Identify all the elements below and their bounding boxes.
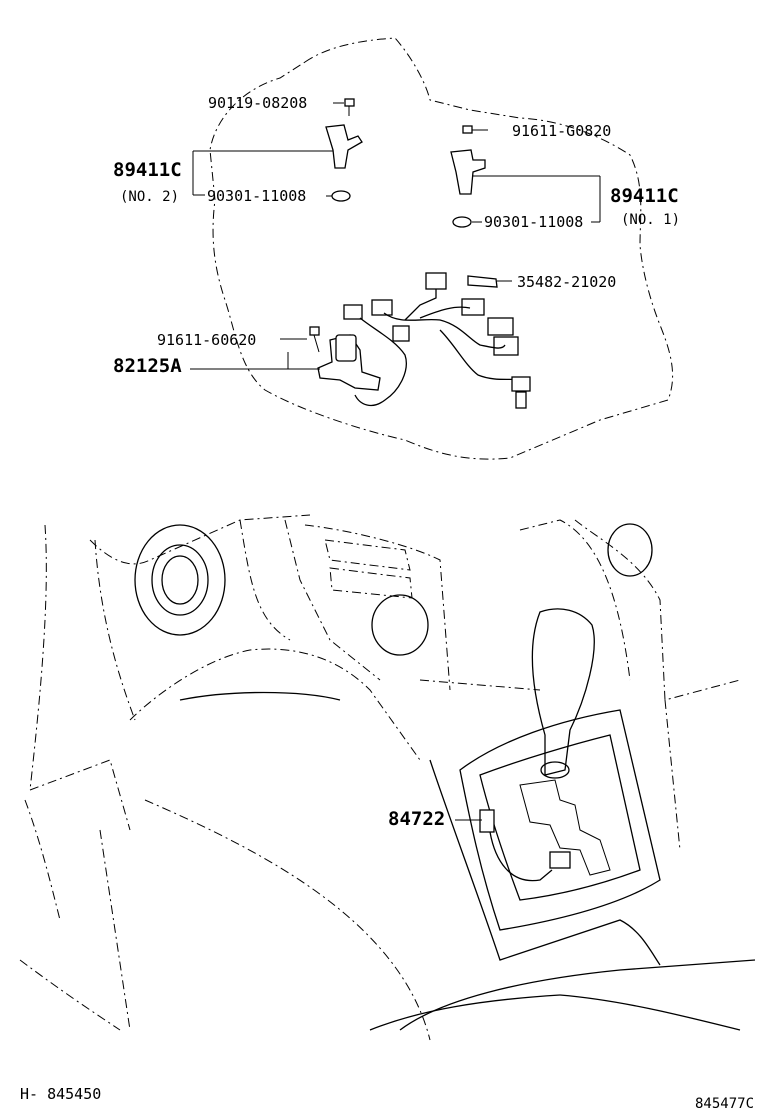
footer-ref-left: H- 845450 xyxy=(20,1085,101,1103)
sensor-no1-group xyxy=(450,125,601,228)
label-bolt-90119: 90119-08208 xyxy=(208,94,307,112)
labels: 90119-08208 91611-G0820 89411C (NO. 2) 9… xyxy=(20,94,754,1112)
wire-harness-group xyxy=(190,272,531,409)
footer-ref-right: 845477C xyxy=(695,1096,754,1112)
transmission-outline xyxy=(209,37,674,460)
console-drawing xyxy=(19,514,756,1041)
label-bolt-91611-g: 91611-G0820 xyxy=(512,122,611,140)
label-bolt-91611-6: 91611-60620 xyxy=(157,331,256,349)
bolt-91611-g-icon xyxy=(462,125,473,134)
label-sensor-no2-tag: (NO. 2) xyxy=(120,189,179,205)
label-harness-82125a: 82125A xyxy=(113,355,182,377)
oring-right-icon xyxy=(452,216,472,228)
label-switch-84722: 84722 xyxy=(388,808,445,830)
speed-sensor-no1-icon xyxy=(450,149,486,195)
speed-sensor-no2-icon xyxy=(325,124,363,169)
bolt-91611-6-icon xyxy=(309,326,320,336)
oring-left-icon xyxy=(331,190,351,202)
label-oring-right: 90301-11008 xyxy=(484,213,583,231)
label-sensor-no1-number: 89411C xyxy=(610,185,679,207)
bolt-90119-icon xyxy=(344,98,355,107)
label-oring-left: 90301-11008 xyxy=(207,187,306,205)
label-sensor-no1-tag: (NO. 1) xyxy=(621,212,680,228)
sensor-no2-group xyxy=(192,98,363,202)
label-clamp-35482: 35482-21020 xyxy=(517,273,616,291)
harness-82125a-icon xyxy=(317,334,381,391)
clamp-35482-icon xyxy=(467,275,498,288)
label-sensor-no2-number: 89411C xyxy=(113,159,182,181)
